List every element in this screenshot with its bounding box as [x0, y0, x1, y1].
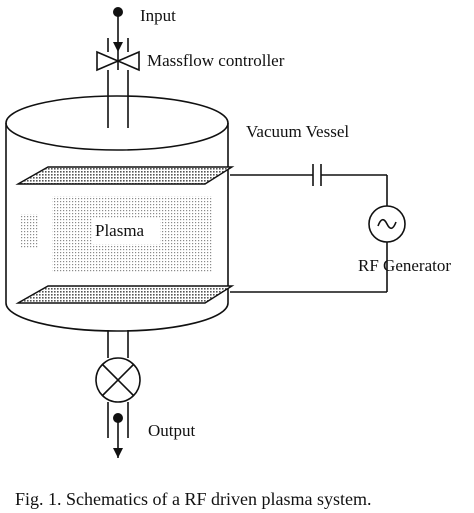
output-label: Output	[148, 421, 196, 440]
rf-circuit	[230, 164, 388, 293]
vessel-top-front	[5, 122, 229, 151]
vessel-top-back	[5, 95, 229, 124]
figure-caption: Fig. 1. Schematics of a RF driven plasma…	[15, 489, 371, 509]
plasma-label: Plasma	[95, 221, 145, 240]
bottom-electrode-plate	[15, 285, 235, 304]
plasma-dots-left	[20, 214, 38, 248]
massflow-valve-icon	[96, 50, 140, 72]
output-pipe	[95, 330, 141, 458]
rf-generator-label: RF Generator	[358, 256, 451, 275]
vacuum-vessel-label: Vacuum Vessel	[246, 122, 349, 141]
output-valve-icon	[95, 357, 141, 403]
plasma-region	[20, 196, 212, 272]
top-electrode-plate	[15, 166, 235, 185]
input-pipe	[107, 7, 129, 128]
rf-generator-icon	[368, 205, 406, 243]
vacuum-vessel	[5, 95, 229, 332]
output-arrow-icon	[113, 448, 123, 458]
plasma-label-bg	[92, 218, 160, 244]
vessel-bottom	[5, 302, 229, 332]
input-label: Input	[140, 6, 176, 25]
massflow-controller-label: Massflow controller	[147, 51, 285, 70]
input-arrow-icon	[113, 42, 123, 52]
